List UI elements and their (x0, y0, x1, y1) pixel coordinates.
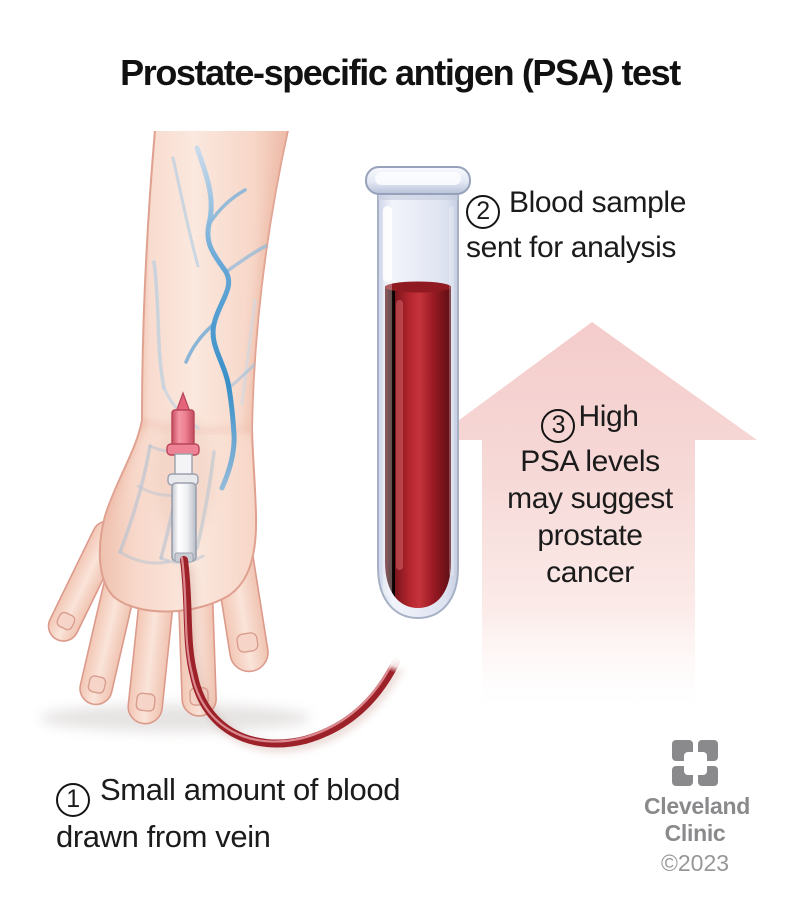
step-1-number-circle: 1 (56, 782, 90, 817)
step-2-number-circle: 2 (466, 194, 500, 229)
step-2-line-2: sent for analysis (466, 230, 676, 264)
step-3-line-5: cancer (546, 555, 634, 589)
step-1-line-2: drawn from vein (56, 818, 271, 854)
logo-quadrant (672, 764, 693, 786)
cleveland-clinic-logo-icon (672, 740, 718, 786)
logo-quadrant (672, 740, 693, 761)
brand-footer: Cleveland Clinic ©2023 (644, 740, 750, 877)
blood-surface (385, 281, 451, 293)
up-arrow (432, 322, 757, 706)
step-3-number-circle: 3 (541, 408, 576, 443)
needle-device (166, 391, 200, 563)
copyright-text: ©2023 (660, 850, 730, 876)
hand-shadow (40, 704, 310, 732)
blood-tube-line (180, 556, 411, 748)
veins (118, 145, 268, 565)
step-3-line-3: may suggest (507, 481, 673, 515)
logo-quadrant (696, 764, 718, 786)
step-3-line-4: prostate (537, 518, 643, 552)
brand-name: Cleveland Clinic (644, 793, 750, 846)
page-title: Prostate-specific antigen (PSA) test (120, 52, 681, 93)
test-tube (365, 166, 471, 620)
blood-fill (385, 286, 451, 608)
step-3-line-2: PSA levels (520, 444, 660, 478)
logo-quadrant (696, 740, 718, 761)
